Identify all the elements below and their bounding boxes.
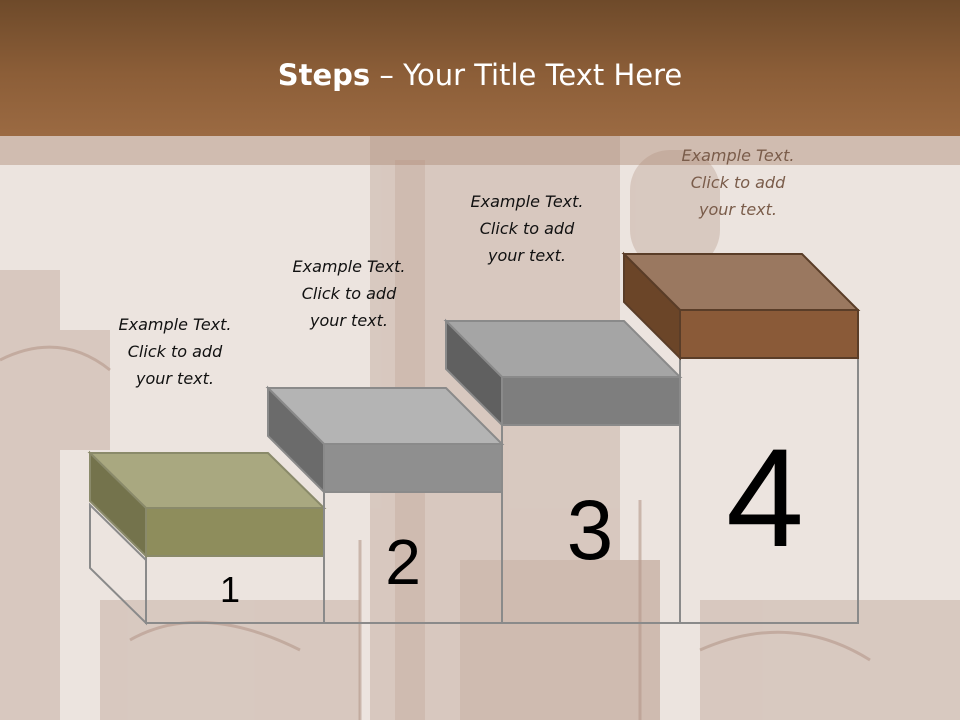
title-bar <box>0 0 960 136</box>
step-1-block[interactable] <box>87 450 327 626</box>
step-2-number: 2 <box>385 526 421 598</box>
step-2-block[interactable] <box>265 385 505 624</box>
slide-title[interactable]: Steps – Your Title Text Here <box>277 58 683 92</box>
step-1-number: 1 <box>219 569 241 610</box>
step-3-block[interactable] <box>443 318 683 624</box>
step-3-number: 3 <box>566 483 614 577</box>
header-band <box>0 136 960 165</box>
step-4-number: 4 <box>726 419 804 576</box>
step-4-block[interactable] <box>621 251 861 624</box>
